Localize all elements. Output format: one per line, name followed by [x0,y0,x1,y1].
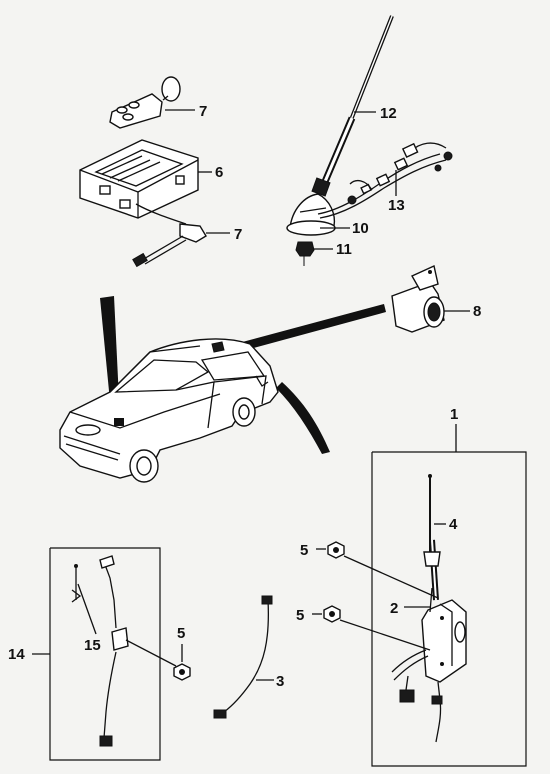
callout-1: 1 [450,406,458,423]
mounting-nut-lower [323,605,341,623]
vehicle-sedan [59,338,279,483]
key-fob-transmitter [109,76,181,129]
power-antenna-assembly [391,474,467,743]
leader-5c-link [125,639,177,667]
wiring-harness [317,142,453,219]
control-module [79,139,199,219]
cylindrical-module [391,265,445,333]
callout-8: 8 [473,303,481,320]
callout-5-upper: 5 [300,542,308,559]
manual-antenna-assembly [71,555,129,747]
callout-6: 6 [215,164,223,181]
location-pointers [100,296,386,454]
mounting-nut-upper [327,541,345,559]
callout-10: 10 [352,220,369,237]
callout-7-sensor: 7 [234,226,242,243]
callout-13: 13 [388,197,405,214]
antenna-nut [295,241,315,266]
assembly-frame-14 [49,547,161,761]
leader-15 [77,583,97,635]
callout-4: 4 [449,516,458,533]
assembly-frame-1 [371,451,527,767]
antenna-base [286,193,336,236]
callout-2: 2 [390,600,398,617]
callout-11: 11 [336,241,352,258]
callout-7-fob: 7 [199,103,207,120]
callout-5-lower: 5 [296,607,304,624]
mounting-nut-manual [173,663,191,681]
leader-5b-link [339,619,431,651]
callout-12: 12 [380,105,397,122]
callout-5-manual: 5 [177,625,185,642]
callout-14: 14 [8,646,25,663]
leader-5a-link [343,555,439,599]
antenna-mast [311,15,394,197]
antenna-cable [213,595,273,719]
callout-3: 3 [276,673,284,690]
callout-15: 15 [84,637,101,654]
sensor-with-cable [132,203,207,268]
